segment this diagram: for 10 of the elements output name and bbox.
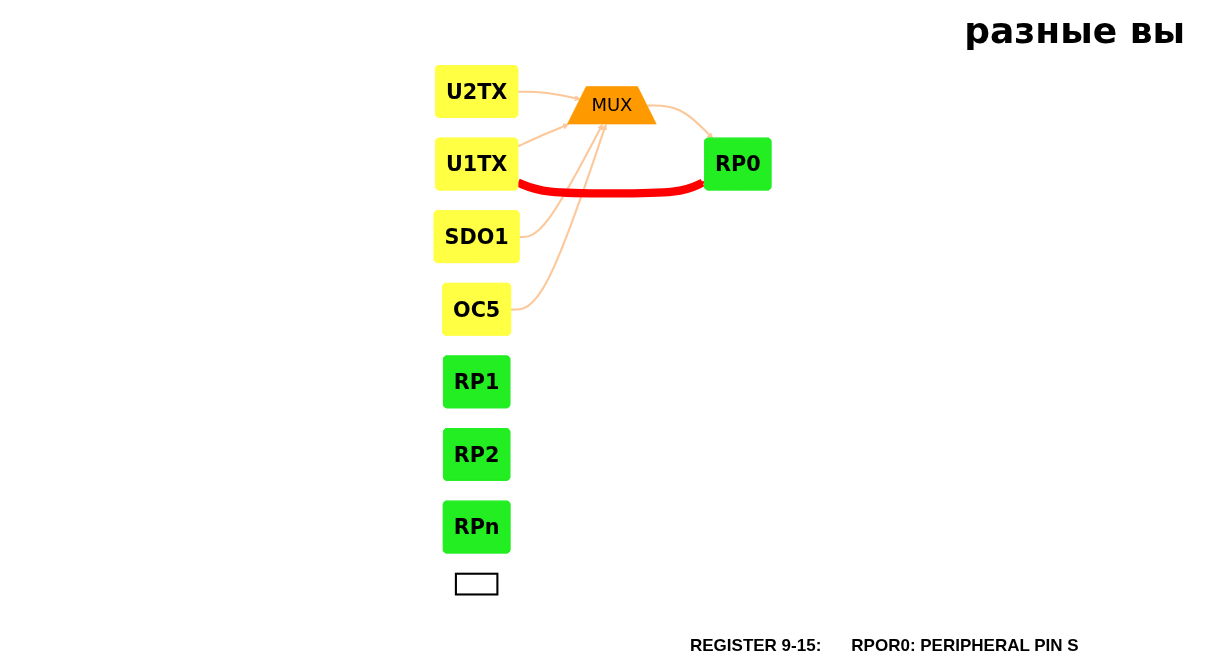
arrow: [510, 124, 607, 311]
title: разные вы: [964, 10, 1185, 51]
arrow: [517, 123, 569, 148]
arrow: [517, 90, 581, 102]
arrow: [516, 178, 706, 198]
arrow: [519, 124, 603, 239]
node-box: [454, 572, 499, 596]
arrow: [647, 104, 714, 139]
register-caption: RPOR0: PERIPHERAL PIN S: [851, 636, 1079, 656]
register-caption: REGISTER 9-15:: [690, 636, 822, 656]
